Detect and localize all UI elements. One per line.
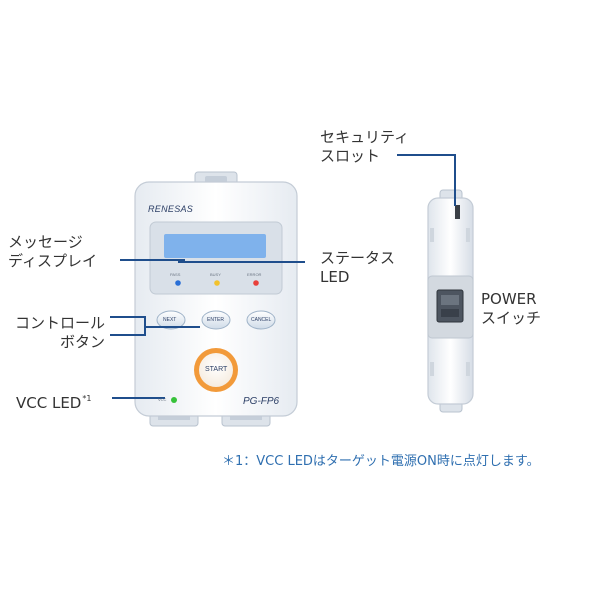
vcc-led-callout-text: VCC LED — [16, 394, 82, 412]
busy-label: BUSY — [210, 272, 221, 277]
model-label: PG-FP6 — [243, 396, 280, 407]
start-button[interactable] — [199, 353, 233, 387]
message-display — [164, 234, 266, 258]
footnote: ＊1：VCC LEDはターゲット電源ON時に点灯します。 — [222, 454, 540, 469]
control-buttons-callout: コントロール ボタン — [0, 314, 105, 352]
vcc-led — [171, 397, 177, 403]
status-led-callout: ステータス LED — [320, 249, 395, 287]
error-label: ERROR — [247, 272, 262, 277]
brand-logo: RENESAS — [148, 204, 194, 214]
power-switch-callout-line1: POWER — [481, 290, 537, 308]
pass-led — [175, 280, 181, 286]
cancel-button-label[interactable]: CANCEL — [251, 317, 272, 323]
error-led — [253, 280, 259, 286]
leader-lines — [110, 154, 456, 399]
control-buttons-callout-line1: コントロール — [14, 314, 105, 332]
vcc-led-note-mark: *1 — [82, 394, 92, 403]
next-button-label[interactable]: NEXT — [163, 317, 177, 323]
busy-led — [214, 280, 220, 286]
security-slot — [455, 205, 460, 219]
start-button-label[interactable]: START — [205, 366, 228, 373]
side-device — [427, 189, 474, 413]
control-buttons-callout-line2: ボタン — [59, 333, 105, 351]
next-button[interactable] — [156, 310, 186, 330]
security-slot-callout-line2: スロット — [320, 147, 381, 165]
enter-button-label[interactable]: ENTER — [207, 317, 224, 323]
power-switch-callout-line2: スイッチ — [481, 309, 542, 327]
power-switch-callout: POWER スイッチ — [481, 290, 541, 328]
message-display-callout-line1: メッセージ — [8, 233, 83, 251]
message-display-callout: メッセージ ディスプレイ — [8, 233, 97, 271]
message-display-callout-line2: ディスプレイ — [8, 252, 97, 270]
power-switch — [436, 289, 464, 323]
status-led-callout-line2: LED — [320, 268, 350, 286]
pass-label: PASS — [170, 272, 181, 277]
security-slot-callout: セキュリティ スロット — [320, 128, 409, 166]
enter-button[interactable] — [201, 310, 231, 330]
cancel-button[interactable] — [246, 310, 276, 330]
status-led-callout-line1: ステータス — [320, 249, 396, 267]
vcc-small-label: VCC — [158, 397, 167, 402]
security-slot-callout-line1: セキュリティ — [320, 128, 410, 146]
vcc-led-callout: VCC LED*1 — [16, 389, 91, 413]
